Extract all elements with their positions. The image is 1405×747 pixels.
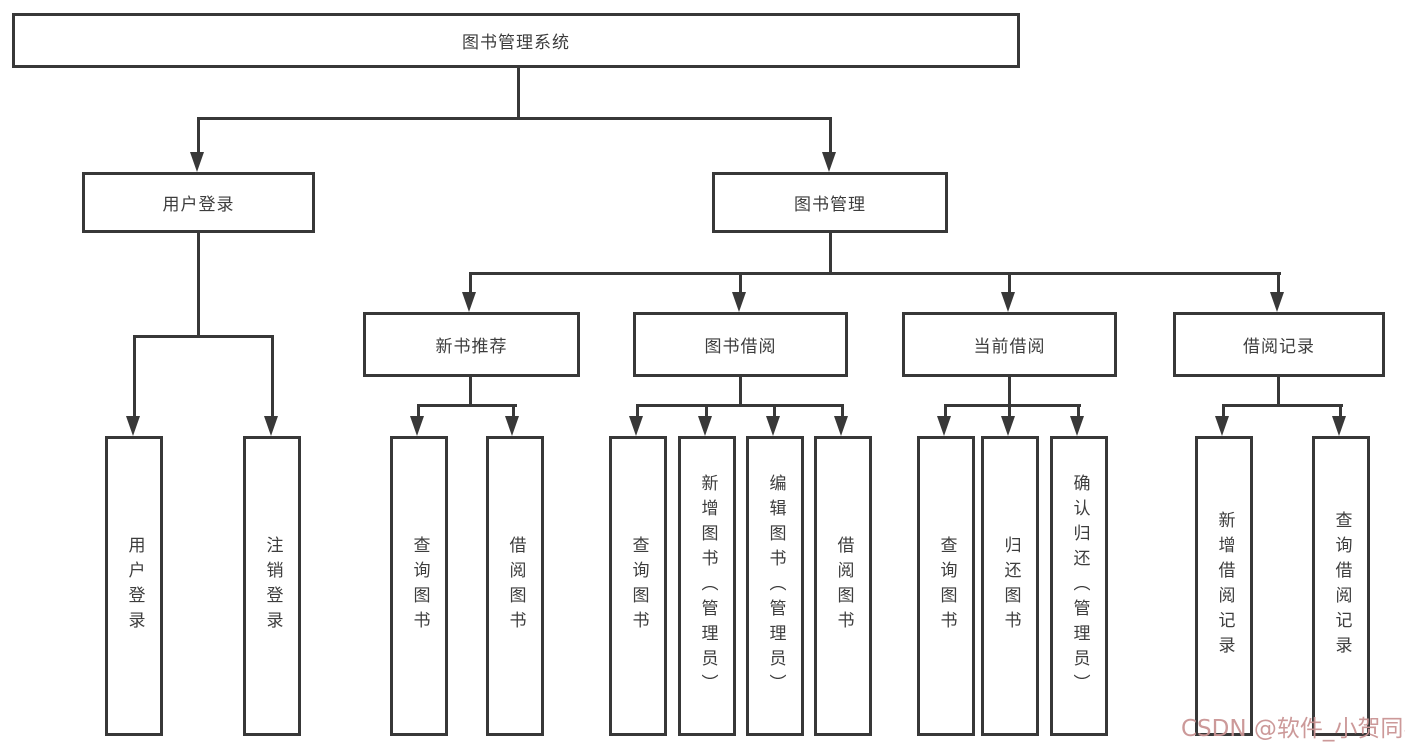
connector-line (133, 335, 136, 418)
connector-line (739, 272, 742, 294)
leaf-edit-books-admin: 编辑图书（管理员） (746, 436, 804, 736)
connector-line (417, 404, 420, 418)
arrow-down-icon (937, 416, 951, 436)
watermark: CSDN @软件_小贺同学 (1181, 716, 1405, 742)
leaf-label: 查询图书 (628, 536, 649, 636)
connector-line (1077, 404, 1080, 418)
connector-line (512, 404, 515, 418)
node-label: 用户登录 (162, 195, 235, 215)
arrow-down-icon (462, 292, 476, 312)
leaf-label: 编辑图书（管理员） (765, 473, 786, 699)
leaf-borrow-books-recommend: 借阅图书 (486, 436, 544, 736)
leaf-label: 新增图书（管理员） (697, 473, 718, 699)
leaf-label: 新增借阅记录 (1214, 511, 1235, 661)
connector-line (197, 117, 832, 120)
arrow-down-icon (1070, 416, 1084, 436)
node-label: 借阅记录 (1243, 337, 1315, 357)
node-new-book-recommend: 新书推荐 (363, 312, 580, 377)
connector-line (197, 233, 200, 336)
node-label: 当前借阅 (973, 337, 1046, 357)
leaf-borrow-books: 借阅图书 (814, 436, 872, 736)
connector-line (636, 404, 639, 418)
arrow-down-icon (1270, 292, 1284, 312)
leaf-add-books-admin: 新增图书（管理员） (678, 436, 736, 736)
connector-line (1008, 377, 1011, 407)
connector-line (944, 404, 947, 418)
arrow-down-icon (766, 416, 780, 436)
arrow-down-icon (822, 152, 836, 172)
arrow-down-icon (190, 152, 204, 172)
connector-line (705, 404, 708, 418)
connector-line (1277, 377, 1280, 407)
node-label: 图书管理 (794, 195, 866, 215)
leaf-confirm-return-admin: 确认归还（管理员） (1050, 436, 1108, 736)
leaf-query-books-current: 查询图书 (917, 436, 975, 736)
arrow-down-icon (1001, 416, 1015, 436)
leaf-query-books-borrow: 查询图书 (609, 436, 667, 736)
arrow-down-icon (1001, 292, 1015, 312)
connector-line (636, 404, 844, 407)
leaf-label: 确认归还（管理员） (1069, 473, 1090, 699)
node-book-management: 图书管理 (712, 172, 948, 233)
arrow-down-icon (732, 292, 746, 312)
node-label: 图书借阅 (704, 337, 777, 357)
connector-line (417, 404, 517, 407)
leaf-return-books: 归还图书 (981, 436, 1039, 736)
connector-line (1277, 272, 1280, 294)
connector-line (197, 117, 200, 155)
arrow-down-icon (1332, 416, 1346, 436)
connector-line (944, 404, 1081, 407)
connector-line (773, 404, 776, 418)
arrow-down-icon (834, 416, 848, 436)
node-book-borrow: 图书借阅 (633, 312, 848, 377)
connector-line (271, 335, 274, 418)
node-label: 图书管理系统 (462, 33, 570, 53)
arrow-down-icon (264, 416, 278, 436)
arrow-down-icon (698, 416, 712, 436)
node-user-login: 用户登录 (82, 172, 315, 233)
connector-line (829, 233, 832, 274)
connector-line (1222, 404, 1225, 418)
leaf-label: 注销登录 (262, 536, 283, 636)
leaf-label: 归还图书 (1000, 536, 1021, 636)
connector-line (1008, 272, 1011, 294)
connector-line (133, 335, 274, 338)
connector-line (469, 272, 472, 294)
leaf-user-login: 用户登录 (105, 436, 163, 736)
arrow-down-icon (505, 416, 519, 436)
leaf-label: 查询图书 (409, 536, 430, 636)
node-label: 新书推荐 (435, 337, 508, 357)
connector-line (1339, 404, 1342, 418)
connector-line (517, 68, 520, 118)
leaf-query-borrow-record: 查询借阅记录 (1312, 436, 1370, 736)
connector-line (469, 272, 1281, 275)
node-library-management-system: 图书管理系统 (12, 13, 1020, 68)
node-current-borrow: 当前借阅 (902, 312, 1117, 377)
connector-line (469, 377, 472, 407)
connector-line (829, 117, 832, 155)
arrow-down-icon (410, 416, 424, 436)
leaf-label: 用户登录 (124, 536, 145, 636)
leaf-label: 借阅图书 (505, 536, 526, 636)
leaf-label: 查询图书 (936, 536, 957, 636)
node-borrow-records: 借阅记录 (1173, 312, 1385, 377)
arrow-down-icon (629, 416, 643, 436)
connector-line (1222, 404, 1343, 407)
leaf-label: 借阅图书 (833, 536, 854, 636)
connector-line (739, 377, 742, 407)
leaf-label: 查询借阅记录 (1331, 511, 1352, 661)
arrow-down-icon (1215, 416, 1229, 436)
connector-line (1008, 404, 1011, 418)
leaf-add-borrow-record: 新增借阅记录 (1195, 436, 1253, 736)
leaf-query-books-recommend: 查询图书 (390, 436, 448, 736)
arrow-down-icon (126, 416, 140, 436)
leaf-logout: 注销登录 (243, 436, 301, 736)
connector-line (841, 404, 844, 418)
